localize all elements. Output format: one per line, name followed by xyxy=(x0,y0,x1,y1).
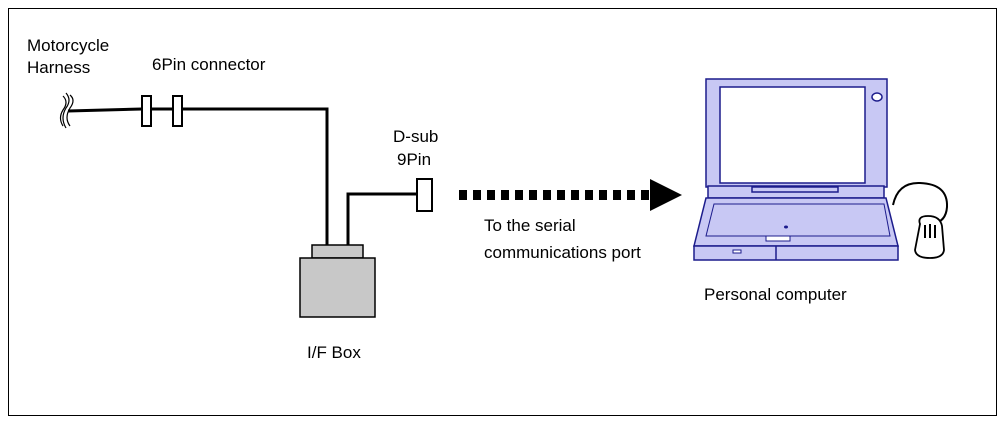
laptop-trackpad-button xyxy=(765,235,791,242)
label-dsub-line1: D-sub xyxy=(393,127,439,146)
label-serial-line2: communications port xyxy=(484,243,641,262)
dsub-wire xyxy=(346,192,417,245)
ifbox-input-wire xyxy=(182,107,329,245)
laptop-keyboard xyxy=(705,203,891,237)
laptop-screen xyxy=(719,86,866,184)
laptop xyxy=(693,78,899,261)
label-connector: 6Pin connector xyxy=(152,55,266,74)
ifbox-top xyxy=(311,244,364,259)
harness-wire xyxy=(67,107,143,113)
label-ifbox: I/F Box xyxy=(307,343,361,362)
laptop-front xyxy=(693,245,899,261)
label-dsub-line2: 9Pin xyxy=(397,150,432,169)
connector-right xyxy=(172,95,183,127)
ifbox-body xyxy=(299,257,376,318)
label-harness-line2: Harness xyxy=(27,58,91,77)
laptop-button xyxy=(871,92,883,102)
label-computer: Personal computer xyxy=(704,285,847,304)
laptop-trackpoint xyxy=(784,225,788,229)
serial-arrow-head xyxy=(650,179,682,211)
connector-left xyxy=(141,95,152,127)
dsub-connector xyxy=(416,178,433,212)
harness-wire-ends xyxy=(59,92,74,129)
laptop-led xyxy=(732,249,742,254)
diagram-frame xyxy=(8,8,997,416)
label-serial-line1: To the serial xyxy=(484,216,576,235)
mouse-cable xyxy=(892,181,949,225)
label-harness-line1: Motorcycle xyxy=(27,36,110,55)
laptop-hinge-inner xyxy=(751,186,839,193)
